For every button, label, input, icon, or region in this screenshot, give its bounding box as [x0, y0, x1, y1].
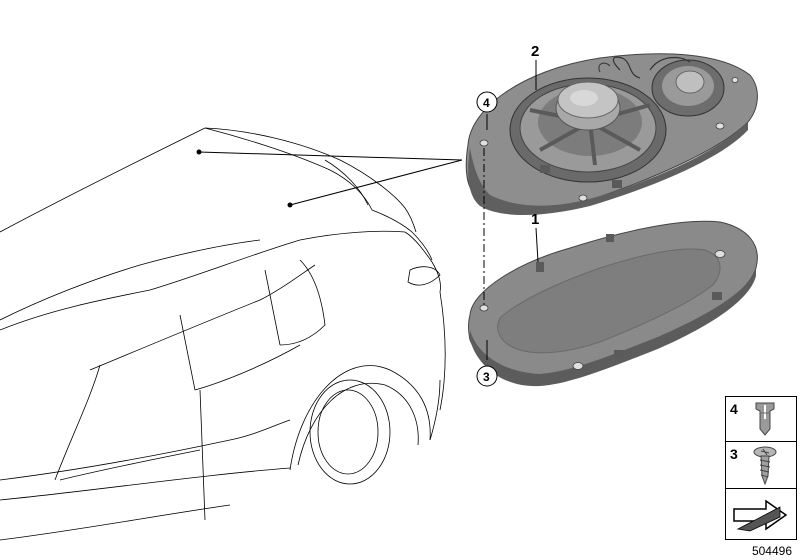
self-tapping-screw-icon — [753, 446, 777, 486]
callout-part-3: 3 — [476, 365, 498, 387]
legend-item-wedge — [725, 488, 797, 540]
speaker-assembly — [465, 53, 758, 215]
leader-lines — [196, 149, 463, 208]
legend-label-4: 4 — [730, 401, 738, 417]
vehicle-outline — [0, 127, 446, 541]
callout-part-1: 1 — [531, 211, 539, 228]
wedge-arrow-icon — [733, 499, 788, 532]
cover-plate — [468, 220, 758, 387]
callout-part-2: 2 — [531, 43, 539, 60]
callout-leaders — [486, 60, 539, 360]
callout-part-3-label: 3 — [483, 370, 490, 384]
callout-part-4-label: 4 — [483, 96, 490, 110]
clip-nut-icon — [755, 402, 775, 436]
reference-number: 504496 — [751, 544, 792, 558]
legend-item-3: 3 — [725, 441, 797, 489]
legend-item-4: 4 — [725, 396, 797, 442]
callout-part-4: 4 — [476, 91, 498, 113]
legend-label-3: 3 — [730, 446, 738, 462]
